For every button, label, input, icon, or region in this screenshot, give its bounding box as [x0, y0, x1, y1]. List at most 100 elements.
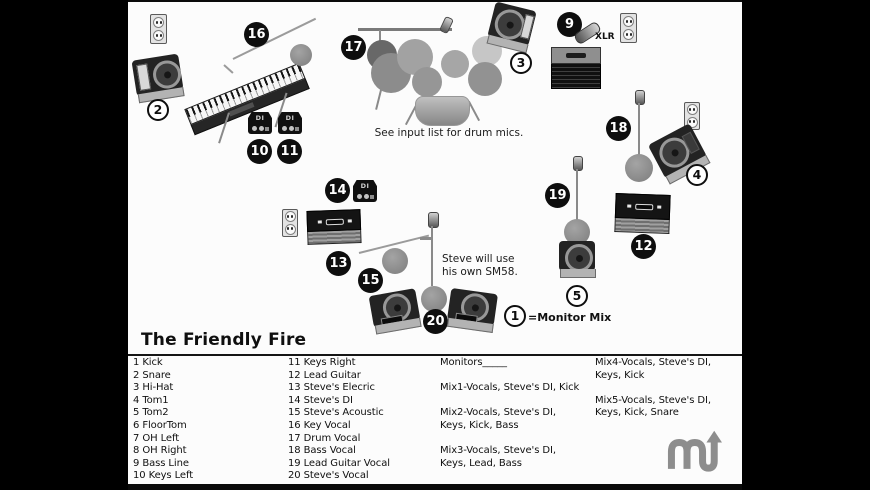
- input-row: 1 Kick: [133, 357, 163, 368]
- guitar-amp-13: [306, 209, 362, 245]
- input-marker-13: 13: [326, 251, 351, 276]
- page-bottom-border: [128, 484, 742, 490]
- acoustic-mic-base: [382, 248, 408, 274]
- amp-handle: [325, 218, 344, 225]
- input-row: 4 Tom1: [133, 394, 169, 406]
- power-outlet-icon: [282, 209, 298, 237]
- amp-grille: [551, 64, 601, 89]
- downstage-wedge-left: [368, 288, 422, 335]
- drum-overhead-boom: [358, 28, 452, 31]
- kick-drum: [415, 96, 470, 126]
- socket-icon: [623, 29, 634, 40]
- mic-stand: [431, 226, 433, 286]
- bass-vocal-mic-base: [625, 154, 653, 182]
- socket-icon: [686, 116, 698, 128]
- socket-icon: [284, 211, 296, 223]
- power-outlet-icon: [150, 14, 167, 44]
- input-row: 10 Keys Left: [133, 470, 194, 482]
- page-top-border: [128, 0, 742, 2]
- input-marker-15: 15: [358, 268, 383, 293]
- input-row: 14 Steve's DI: [288, 394, 353, 406]
- input-row: 20 Steve's Vocal: [288, 470, 369, 482]
- monitor-row: Mix4-Vocals, Steve's DI,: [595, 357, 711, 368]
- wedge-lip: [446, 317, 494, 334]
- drum-mic: [439, 15, 454, 35]
- input-marker-18: 18: [606, 116, 631, 141]
- di-knobs: [281, 125, 299, 131]
- key-vocal-mic: [290, 44, 312, 66]
- power-outlet-icon: [620, 13, 637, 43]
- monitor-row: Mix2-Vocals, Steve's DI,: [440, 407, 556, 419]
- monitor-row: Keys, Kick, Bass: [440, 419, 519, 431]
- monitor-wedge-3: [486, 1, 537, 54]
- mic-boom-handle: [223, 64, 234, 74]
- input-marker-19: 19: [545, 183, 570, 208]
- steve-note-line1: Steve will use: [442, 253, 515, 265]
- monitor-row: [440, 470, 593, 483]
- mic-stand: [638, 103, 640, 158]
- monitor-mix-3-badge: 3: [510, 52, 532, 74]
- monitor-row: Keys, Lead, Bass: [440, 457, 522, 469]
- input-marker-11: 11: [277, 139, 302, 164]
- input-list-column-2: 11 Keys Right 12 Lead Guitar 13 Steve's …: [288, 357, 438, 483]
- amp-top-panel: [306, 209, 362, 232]
- di-box-label: DI: [255, 114, 265, 122]
- input-marker-12: 12: [631, 234, 656, 259]
- input-list-column-1: 1 Kick 2 Snare 3 Hi-Hat 4 Tom1 5 Tom2 6 …: [133, 357, 285, 483]
- mic-stand: [576, 169, 578, 221]
- monitor-mix-5-badge: 5: [566, 285, 588, 307]
- bass-amp: [551, 47, 601, 89]
- monitor-row: Keys, Kick, Snare: [595, 407, 679, 419]
- stage-plot-page: 2 16 DI DI 10 11 17: [128, 0, 742, 490]
- socket-icon: [153, 17, 164, 28]
- input-marker-10: 10: [247, 139, 272, 164]
- monitor-mix-legend-text: =Monitor Mix: [528, 311, 612, 324]
- input-row: 12 Lead Guitar: [288, 369, 361, 381]
- monitor-wedge-5: [559, 241, 596, 278]
- input-row: 9 Bass Line: [133, 457, 189, 469]
- guitar-amp-12: [614, 193, 671, 234]
- input-row: 2 Snare: [133, 369, 171, 381]
- tom-drum: [412, 67, 442, 97]
- wedge-port: [136, 63, 152, 91]
- socket-icon: [153, 30, 164, 41]
- lead-vocal-mic-capsule: [573, 156, 583, 171]
- mic-stand-clutch: [420, 237, 433, 240]
- monitor-mix-legend-badge: 1: [504, 305, 526, 327]
- drum-overhead-stand: [379, 30, 381, 47]
- input-row: 7 OH Left: [133, 432, 180, 444]
- input-row: 11 Keys Right: [288, 357, 356, 368]
- input-row: 3 Hi-Hat: [133, 382, 174, 394]
- di-box-label: DI: [360, 182, 370, 190]
- monitor-row: [440, 433, 593, 446]
- amp-top-panel: [614, 193, 671, 220]
- drum-note: See input list for drum mics.: [374, 127, 524, 139]
- monitor-wedge-2: [131, 53, 185, 104]
- wedge-speaker: [151, 58, 184, 91]
- steve-vocal-mic-base: [421, 286, 447, 312]
- monitor-row: Mix1-Vocals, Steve's DI, Kick: [440, 382, 580, 394]
- input-row: 15 Steve's Acoustic: [288, 407, 384, 419]
- input-row: 13 Steve's Elecric: [288, 382, 375, 394]
- monitor-mix-4-badge: 4: [686, 164, 708, 186]
- steve-vocal-mic-capsule: [428, 212, 439, 228]
- socket-icon: [623, 16, 634, 27]
- downstage-wedge-right: [446, 287, 498, 334]
- monitor-list-column-1: Monitors_____ Mix1-Vocals, Steve's DI, K…: [440, 357, 593, 483]
- input-marker-20: 20: [423, 309, 448, 334]
- title-divider: [128, 354, 742, 356]
- input-marker-16: 16: [244, 22, 269, 47]
- band-title: The Friendly Fire: [141, 330, 307, 350]
- di-knobs: [251, 125, 269, 131]
- monitor-row: [595, 382, 741, 395]
- input-row: 16 Key Vocal: [288, 419, 351, 431]
- input-row: 8 OH Right: [133, 445, 187, 457]
- amp-top-panel: [551, 47, 601, 64]
- di-box-14: DI: [353, 180, 377, 202]
- input-row: 18 Bass Vocal: [288, 445, 356, 457]
- di-box-11: DI: [278, 112, 302, 134]
- lead-vocal-mic-base: [564, 219, 590, 245]
- wedge-lip: [559, 269, 596, 278]
- socket-icon: [686, 104, 698, 116]
